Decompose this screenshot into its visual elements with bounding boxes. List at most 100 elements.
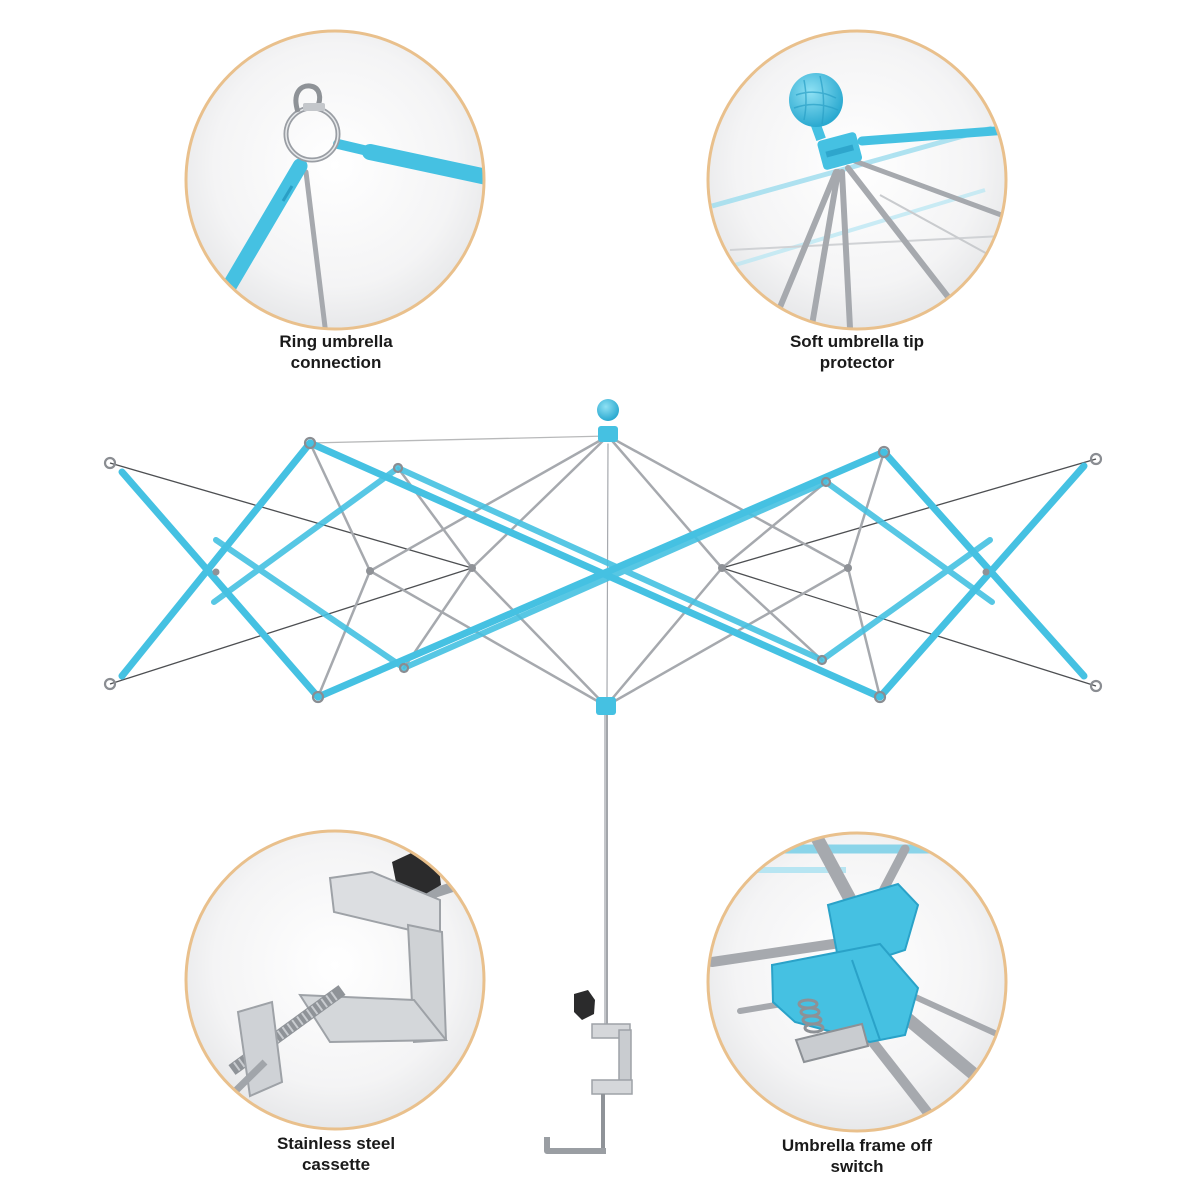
- label-line: connection: [290, 353, 382, 372]
- blue-arm: [211, 465, 401, 605]
- bottom-hub-switch: [596, 697, 616, 715]
- callout-tip-protector-photo: [708, 31, 1006, 329]
- hub-connector: [817, 132, 863, 170]
- steel-rib: [839, 169, 853, 329]
- steel-rib: [604, 566, 724, 708]
- tip-hook: [311, 690, 325, 704]
- label-line: protector: [819, 353, 895, 372]
- switch-seam: [851, 959, 881, 1041]
- steel-rib: [604, 566, 850, 708]
- blue-arm: [213, 537, 407, 671]
- switch-plate: [794, 1022, 870, 1064]
- frame-cord: [721, 458, 1097, 569]
- frame-cord: [109, 567, 473, 685]
- blue-rod: [212, 158, 308, 310]
- steel-rib: [849, 157, 1006, 219]
- blue-arm: [395, 465, 825, 663]
- callout-frame-switch-photo: [708, 833, 1006, 1131]
- blue-arm: [401, 479, 829, 671]
- blurred-blue-rod: [724, 188, 986, 270]
- steel-rib: [775, 169, 839, 315]
- table-clamp: [544, 990, 633, 1154]
- label-line: cassette: [301, 1155, 371, 1174]
- steel-rib: [845, 165, 969, 323]
- steel-rib: [897, 987, 1006, 1043]
- frame-cord: [721, 567, 1097, 687]
- steel-rib: [720, 480, 828, 570]
- joint-pin: [844, 564, 852, 572]
- tip-hooks: [103, 436, 1103, 704]
- callout-frame: [706, 831, 1008, 1133]
- callout-label-ring-connection: Ring umbrella connection: [186, 331, 486, 373]
- label-line: Umbrella frame off: [781, 1136, 933, 1155]
- clamp-lower-arm: [591, 1079, 633, 1095]
- joint-pin: [366, 567, 374, 575]
- blue-arm: [118, 439, 314, 680]
- steel-rib: [708, 938, 845, 967]
- steel-rib: [809, 169, 841, 328]
- tip-hook: [1089, 679, 1103, 693]
- steel-rib: [606, 434, 850, 570]
- tip-hook: [1089, 452, 1103, 466]
- front-blue-arms: [118, 439, 1088, 701]
- umbrella-swift: [103, 399, 1103, 1154]
- label-line: Stainless steel: [276, 1134, 396, 1153]
- steel-rib: [470, 434, 610, 570]
- steel-rib: [470, 566, 608, 708]
- top-hub: [598, 426, 618, 442]
- blurred-cord: [879, 194, 1003, 263]
- callout-frame: [184, 829, 486, 1131]
- steel-hook: [293, 83, 323, 113]
- joint-pin: [212, 568, 220, 576]
- tip-hook: [398, 662, 410, 674]
- callout-label-steel-cassette: Stainless steel cassette: [186, 1133, 486, 1175]
- blue-arm: [876, 462, 1088, 701]
- blue-arm: [823, 479, 995, 605]
- joint-pin: [718, 564, 726, 572]
- clamp-pad: [236, 1000, 284, 1098]
- tip-hook: [877, 445, 891, 459]
- top-tip-ball: [597, 399, 619, 421]
- joint-pin: [468, 564, 476, 572]
- tip-hook: [303, 436, 317, 450]
- callout-label-tip-protector: Soft umbrella tip protector: [707, 331, 1007, 373]
- blue-arm: [314, 448, 888, 701]
- clamp-lower-arm: [298, 993, 449, 1044]
- blue-arm: [819, 537, 993, 663]
- blurred-blue-rod: [711, 125, 993, 209]
- tip-hook: [392, 462, 404, 474]
- frame-cord: [309, 435, 609, 444]
- switch-spring: [797, 998, 825, 1034]
- label-line: Soft umbrella tip: [789, 332, 925, 351]
- steel-rod: [303, 169, 329, 329]
- tip-hook: [873, 690, 887, 704]
- steel-rib: [606, 434, 724, 570]
- clamp-handle: [544, 1137, 606, 1154]
- blue-arm: [118, 468, 322, 701]
- blue-rod: [857, 125, 1006, 146]
- label-line: switch: [830, 1157, 884, 1176]
- soft-tip-ball: [789, 73, 843, 127]
- frame-cord: [109, 462, 473, 569]
- rod-notch: [281, 185, 294, 202]
- steel-rib: [720, 566, 824, 662]
- steel-rib: [316, 569, 372, 699]
- blue-arm: [306, 439, 884, 701]
- steel-rib: [368, 569, 608, 708]
- callout-ring-connection-photo: [186, 31, 484, 329]
- callout-frame: [184, 29, 486, 331]
- tip-hook: [103, 677, 117, 691]
- blurred-cord: [729, 235, 1003, 251]
- blue-arm: [880, 448, 1088, 680]
- joint-pins: [212, 564, 990, 576]
- callout-label-frame-switch: Umbrella frame off switch: [707, 1135, 1007, 1177]
- ball-texture: [793, 75, 839, 125]
- label-line: Ring umbrella: [279, 332, 393, 351]
- tip-hook: [820, 476, 832, 488]
- callout-frame: [706, 29, 1008, 331]
- tip-hook: [103, 456, 117, 470]
- hook-clasp: [303, 103, 325, 111]
- inner-blue-arms: [211, 465, 995, 671]
- joint-pin: [982, 568, 990, 576]
